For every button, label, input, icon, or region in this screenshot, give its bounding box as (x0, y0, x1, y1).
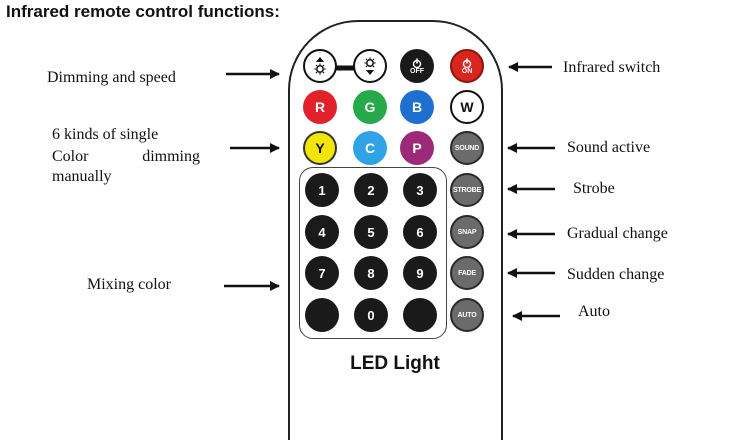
color-yellow-label: Y (315, 140, 325, 156)
key-5[interactable]: 5 (354, 215, 388, 249)
number-pad-frame (299, 167, 447, 339)
label-sound-active: Sound active (567, 139, 651, 156)
color-purple-label: P (412, 140, 422, 156)
fade-label: FADE (458, 269, 476, 277)
color-cyan-label: C (364, 140, 376, 156)
power-icon (412, 58, 422, 68)
strobe-label: STROBE (453, 186, 481, 194)
snap-label: SNAP (457, 228, 477, 236)
on-label: ON (461, 67, 473, 75)
label-sudden-change: Sudden change (567, 266, 665, 283)
color-yellow-button[interactable]: Y (303, 131, 337, 165)
key-6[interactable]: 6 (403, 215, 437, 249)
key-5-label: 5 (367, 224, 375, 240)
label-infrared-switch: Infrared switch (563, 59, 661, 76)
key-1-label: 1 (318, 182, 326, 198)
strobe-button[interactable]: STROBE (450, 173, 484, 207)
key-8[interactable]: 8 (354, 256, 388, 290)
key-3-label: 3 (416, 182, 424, 198)
label-single-color-word1: Color (52, 148, 89, 165)
color-blue-button[interactable]: B (400, 90, 434, 124)
key-6-label: 6 (416, 224, 424, 240)
brightness-up-icon (314, 57, 326, 75)
color-blue-label: B (411, 99, 423, 115)
label-single-color-line3: manually (52, 168, 112, 185)
key-0-label: 0 (367, 307, 375, 323)
brightness-up-button[interactable] (303, 49, 337, 83)
key-7[interactable]: 7 (305, 256, 339, 290)
on-button-content: ON (461, 58, 473, 75)
key-9-label: 9 (416, 265, 424, 281)
color-red-button[interactable]: R (303, 90, 337, 124)
label-mixing-color: Mixing color (87, 276, 171, 293)
label-gradual-change: Gradual change (567, 225, 668, 242)
page-title: Infrared remote control functions: (6, 2, 280, 21)
snap-button[interactable]: SNAP (450, 215, 484, 249)
color-red-label: R (314, 99, 326, 115)
key-4-label: 4 (318, 224, 326, 240)
color-green-button[interactable]: G (353, 90, 387, 124)
sound-label: SOUND (454, 144, 480, 152)
key-2[interactable]: 2 (354, 173, 388, 207)
label-strobe: Strobe (573, 180, 615, 197)
brightness-down-icon (364, 57, 376, 75)
callout-arrows (224, 62, 560, 321)
color-cyan-button[interactable]: C (353, 131, 387, 165)
color-white-label: W (460, 99, 474, 115)
color-green-label: G (364, 99, 376, 115)
key-2-label: 2 (367, 182, 375, 198)
label-dimming-speed: Dimming and speed (47, 69, 176, 86)
off-button[interactable]: OFF (400, 49, 434, 83)
color-white-button[interactable]: W (450, 90, 484, 124)
power-icon (462, 58, 472, 68)
key-3[interactable]: 3 (403, 173, 437, 207)
key-blank-right[interactable] (403, 298, 437, 332)
brightness-down-button[interactable] (353, 49, 387, 83)
auto-label: AUTO (457, 311, 477, 319)
fade-button[interactable]: FADE (450, 256, 484, 290)
key-7-label: 7 (318, 265, 326, 281)
label-single-color-word2: dimming (142, 148, 200, 165)
label-single-color: 6 kinds of single Color dimming manually (52, 124, 202, 186)
sound-button[interactable]: SOUND (450, 131, 484, 165)
key-8-label: 8 (367, 265, 375, 281)
label-single-color-line1: 6 kinds of single (52, 126, 159, 143)
on-button[interactable]: ON (450, 49, 484, 83)
key-0[interactable]: 0 (354, 298, 388, 332)
key-blank-left[interactable] (305, 298, 339, 332)
key-9[interactable]: 9 (403, 256, 437, 290)
color-purple-button[interactable]: P (400, 131, 434, 165)
key-1[interactable]: 1 (305, 173, 339, 207)
brand-label: LED Light (350, 353, 440, 374)
off-label: OFF (410, 67, 424, 75)
label-auto: Auto (578, 303, 610, 320)
auto-button[interactable]: AUTO (450, 298, 484, 332)
key-4[interactable]: 4 (305, 215, 339, 249)
off-button-content: OFF (410, 58, 424, 75)
label-single-color-line2: Color dimming (52, 146, 200, 168)
